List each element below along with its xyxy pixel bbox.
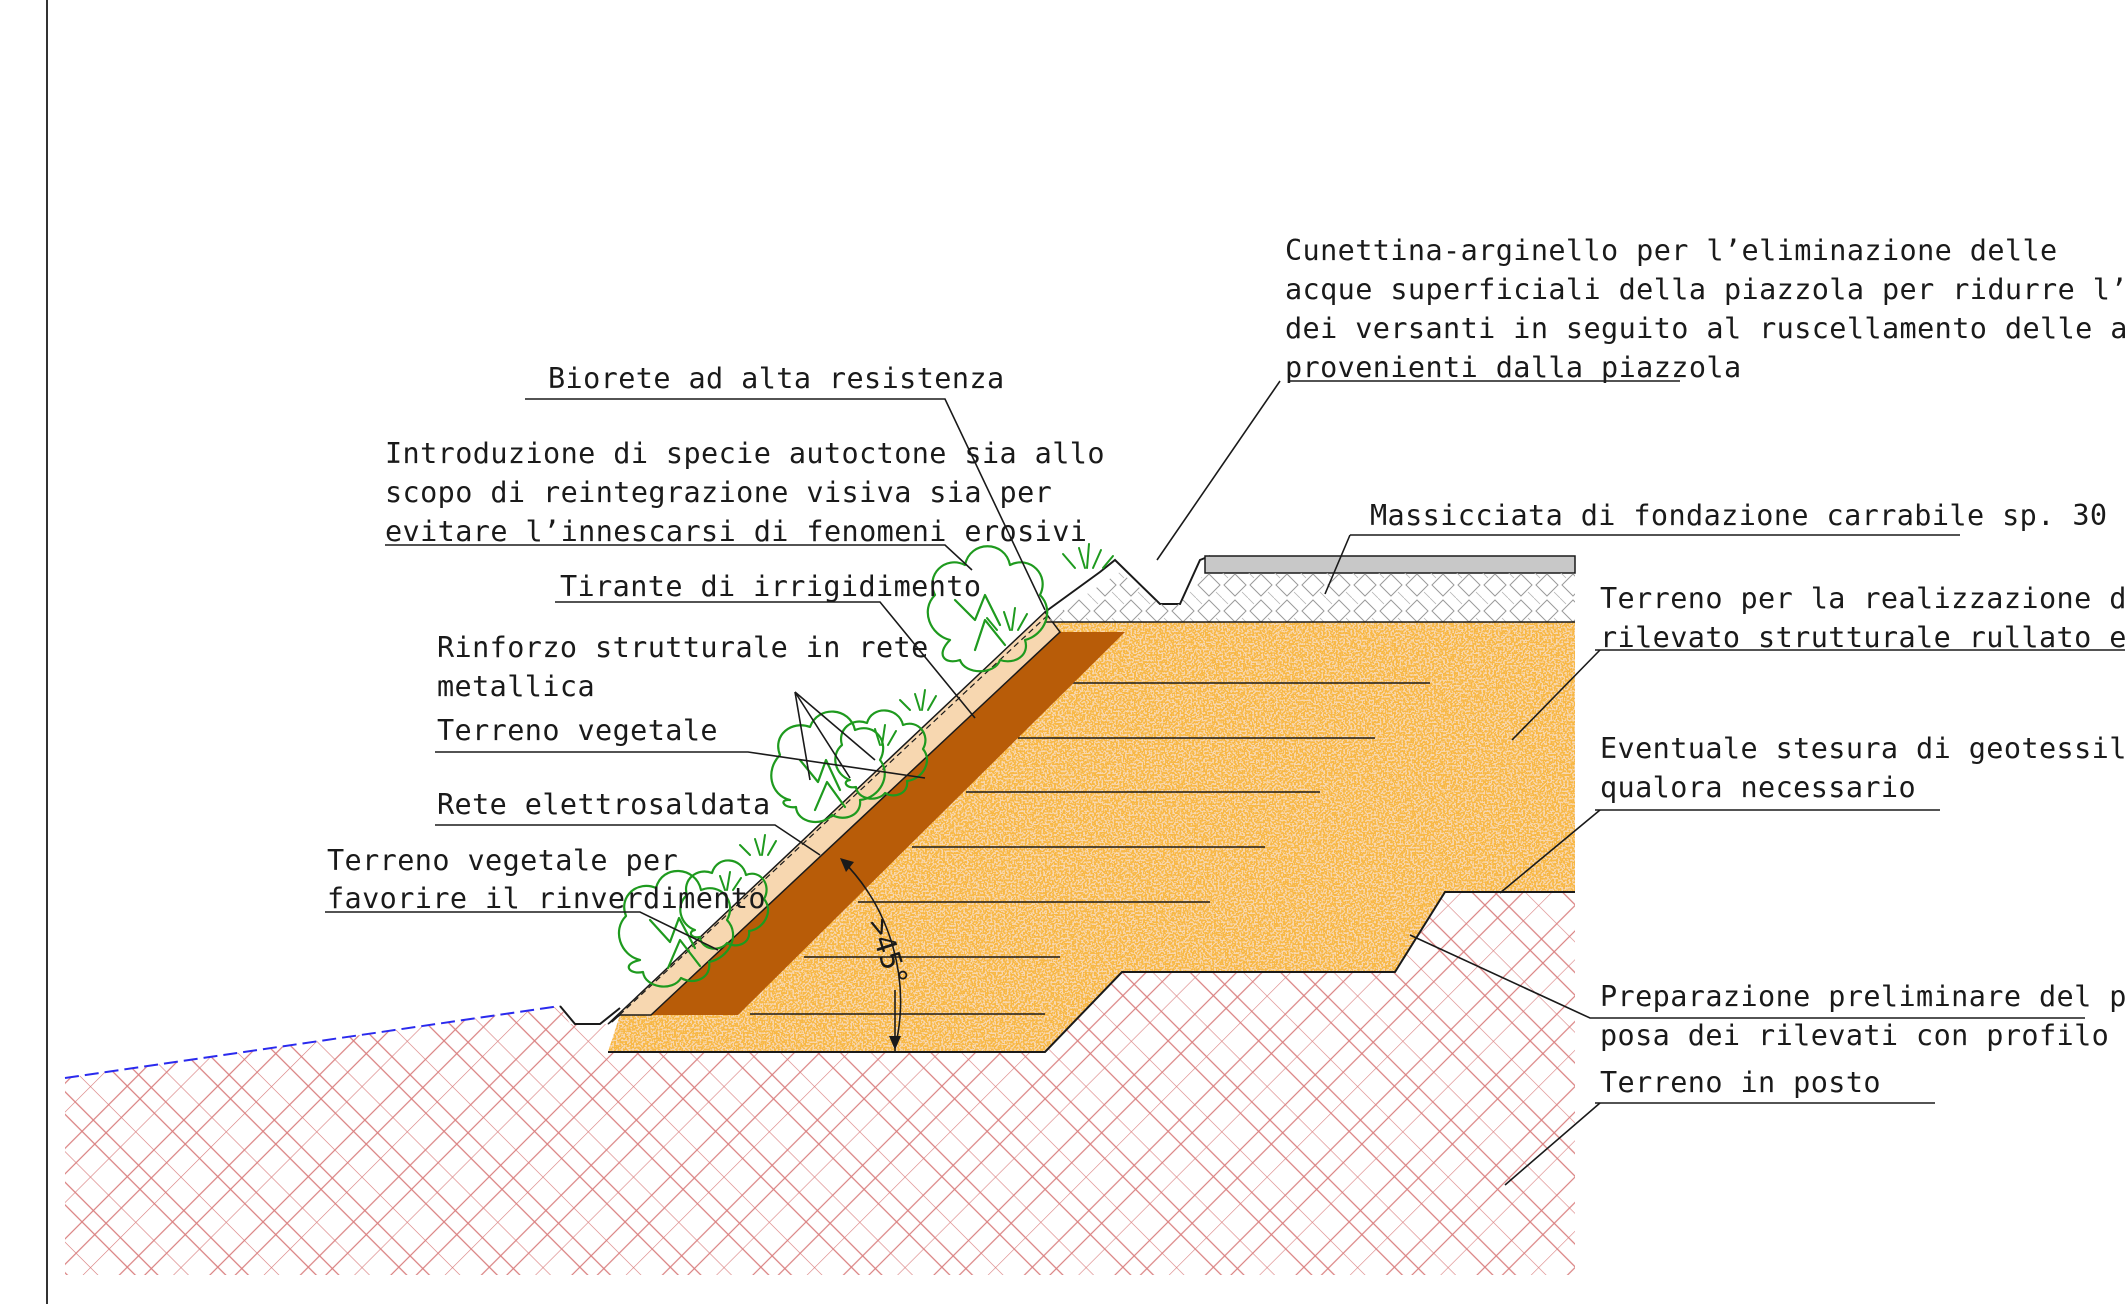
leader-terreno-vegetale	[435, 751, 926, 779]
label-rinforzo-1: Rinforzo strutturale in rete	[437, 631, 929, 664]
label-cunettina-3: dei versanti in seguito al ruscellamento…	[1285, 312, 2125, 345]
shrub-icon	[770, 710, 886, 824]
label-preparazione-2: posa dei rilevati con profilo a gradoni	[1600, 1019, 2125, 1052]
leader-introduzione	[385, 544, 973, 571]
leader-terreno-rilevato	[1511, 649, 1601, 741]
leader-cunettina	[1156, 380, 1281, 561]
leader-lines	[325, 380, 2125, 1186]
label-introduzione-1: Introduzione di specie autoctone sia all…	[385, 437, 1105, 470]
leader-rinforzo-2	[794, 691, 876, 761]
label-rinverdimento-2: favorire il rinverdimento	[327, 882, 766, 915]
massicciata-gravel	[1045, 572, 1575, 622]
label-in-posto: Terreno in posto	[1600, 1066, 1881, 1099]
label-introduzione-2: scopo di reintegrazione visiva sia per	[385, 476, 1052, 509]
label-rinverdimento-1: Terreno vegetale per	[327, 844, 678, 877]
label-massicciata: Massicciata di fondazione carrabile sp. …	[1370, 499, 2125, 532]
vegetation	[617, 543, 1114, 988]
leader-tirante	[555, 601, 976, 719]
label-introduzione-3: evitare l’innescarsi di fenomeni erosivi	[385, 515, 1087, 548]
label-biorete: Biorete ad alta resistenza	[548, 362, 1005, 395]
geogrid-layers	[750, 682, 1430, 1015]
grass-icon	[899, 689, 937, 711]
label-terreno-rilevato-1: Terreno per la realizzazione di	[1600, 582, 2125, 615]
label-geotessile-2: qualora necessario	[1600, 771, 1916, 804]
leader-preparazione	[1409, 934, 2085, 1019]
label-cunettina-1: Cunettina-arginello per l’eliminazione d…	[1285, 234, 2058, 267]
terreno-vegetale-face	[607, 610, 1062, 1025]
grass-icon	[739, 834, 777, 856]
label-cunettina-2: acque superficiali della piazzola per ri…	[1285, 273, 2125, 306]
leader-massicciata	[1324, 534, 1351, 595]
label-preparazione-1: Preparazione preliminare del piano di	[1600, 980, 2125, 1013]
label-rinforzo-2: metallica	[437, 670, 595, 703]
leader-geotessile	[1499, 809, 1601, 894]
label-tirante: Tirante di irrigidimento	[560, 570, 981, 603]
grass-icon	[719, 871, 742, 891]
grass-icon	[986, 607, 1028, 631]
leader-in-posto	[1504, 1102, 1601, 1186]
top-platform	[1044, 555, 1576, 623]
stepped-foundation-line	[608, 891, 1575, 1053]
grass-icon	[874, 724, 897, 746]
original-ground-line	[64, 1005, 561, 1079]
shrub-icon	[926, 545, 1049, 673]
grass-icon	[1062, 543, 1114, 569]
label-terreno-vegetale: Terreno vegetale	[437, 714, 718, 747]
leader-biorete	[525, 398, 1046, 611]
leader-rinforzo-3	[794, 691, 811, 781]
shrub-icon	[617, 869, 735, 988]
leader-rinverdimento	[325, 911, 719, 951]
toe-ditch	[559, 1005, 621, 1025]
label-cunettina-4: provenienti dalla piazzola	[1285, 351, 1742, 384]
massicciata-surface	[1204, 555, 1576, 574]
rinforzo-strutturale	[651, 632, 1125, 1015]
label-terreno-rilevato-2: rilevato strutturale rullato e compatto	[1600, 621, 2125, 654]
label-geotessile-1: Eventuale stesura di geotessile	[1600, 732, 2125, 765]
labels: Cunettina-arginello per l’eliminazione d…	[327, 234, 2125, 1099]
leader-rinforzo-1	[794, 691, 851, 779]
shrub-icon	[679, 859, 770, 950]
leader-rete	[435, 824, 821, 856]
label-rete: Rete elettrosaldata	[437, 788, 771, 821]
